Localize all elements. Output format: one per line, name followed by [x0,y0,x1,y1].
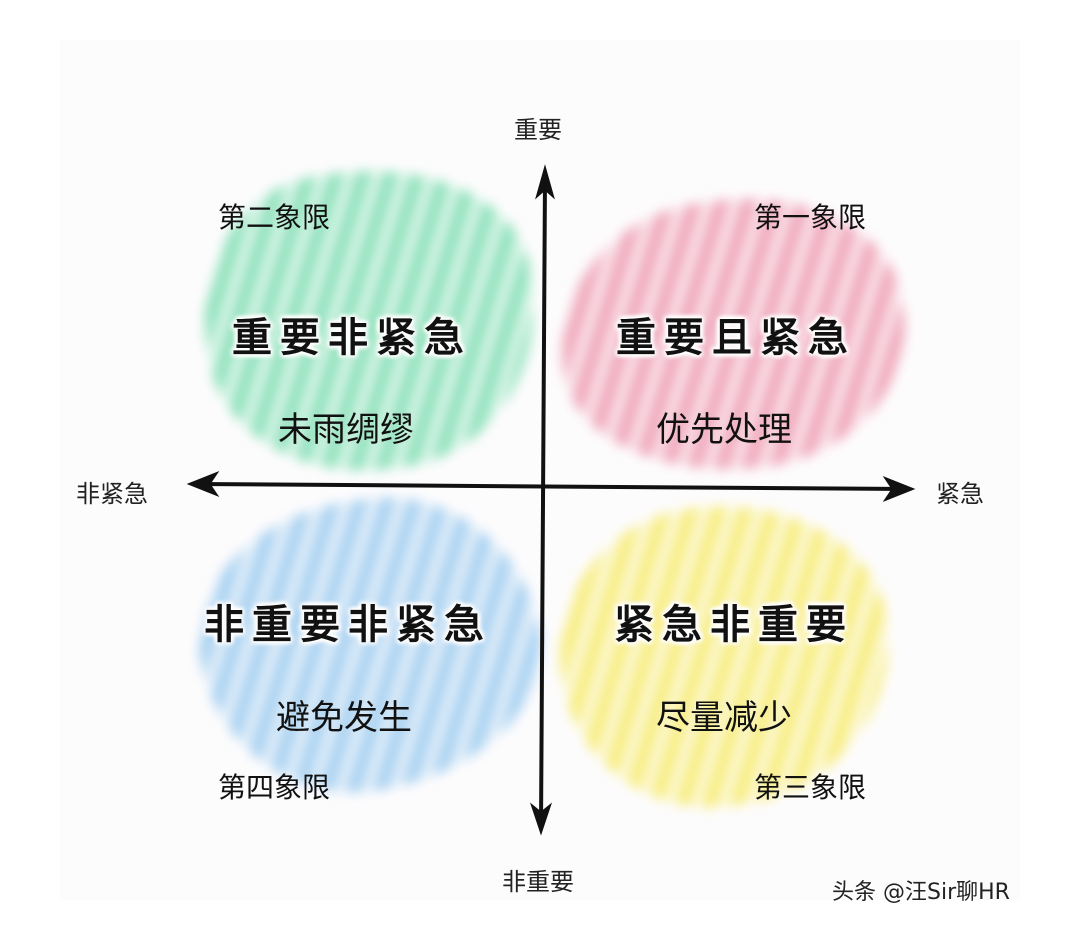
quadrant-1-number: 第一象限 [754,201,867,234]
arrow-left-icon [186,470,220,498]
axis-label-not-important: 非重要 [502,868,574,896]
quadrant-4-number: 第四象限 [218,771,331,804]
quadrant-3-title: 紧急非重要 [614,602,854,648]
axis-label-important: 重要 [514,116,562,144]
arrow-down-icon [529,802,553,836]
axis-label-urgent: 紧急 [936,480,984,508]
axis-label-not-urgent: 非紧急 [76,480,148,508]
quadrant-1-title: 重要且紧急 [616,315,856,361]
watermark: 头条 @汪Sir聊HR [832,880,1010,905]
horizontal-axis [186,470,916,503]
quadrant-3-number: 第三象限 [754,771,867,804]
quadrant-4-subtitle: 避免发生 [276,698,412,738]
quadrant-1-subtitle: 优先处理 [656,410,792,450]
quadrant-2-number: 第二象限 [218,201,331,234]
quadrant-2-title: 重要非紧急 [232,315,472,361]
arrow-right-icon [882,475,916,503]
vertical-axis [529,164,555,836]
quadrant-3-subtitle: 尽量减少 [656,698,792,738]
quadrant-4-title: 非重要非紧急 [204,602,492,648]
quadrant-2-subtitle: 未雨绸缪 [278,410,414,450]
arrow-up-icon [535,164,555,200]
